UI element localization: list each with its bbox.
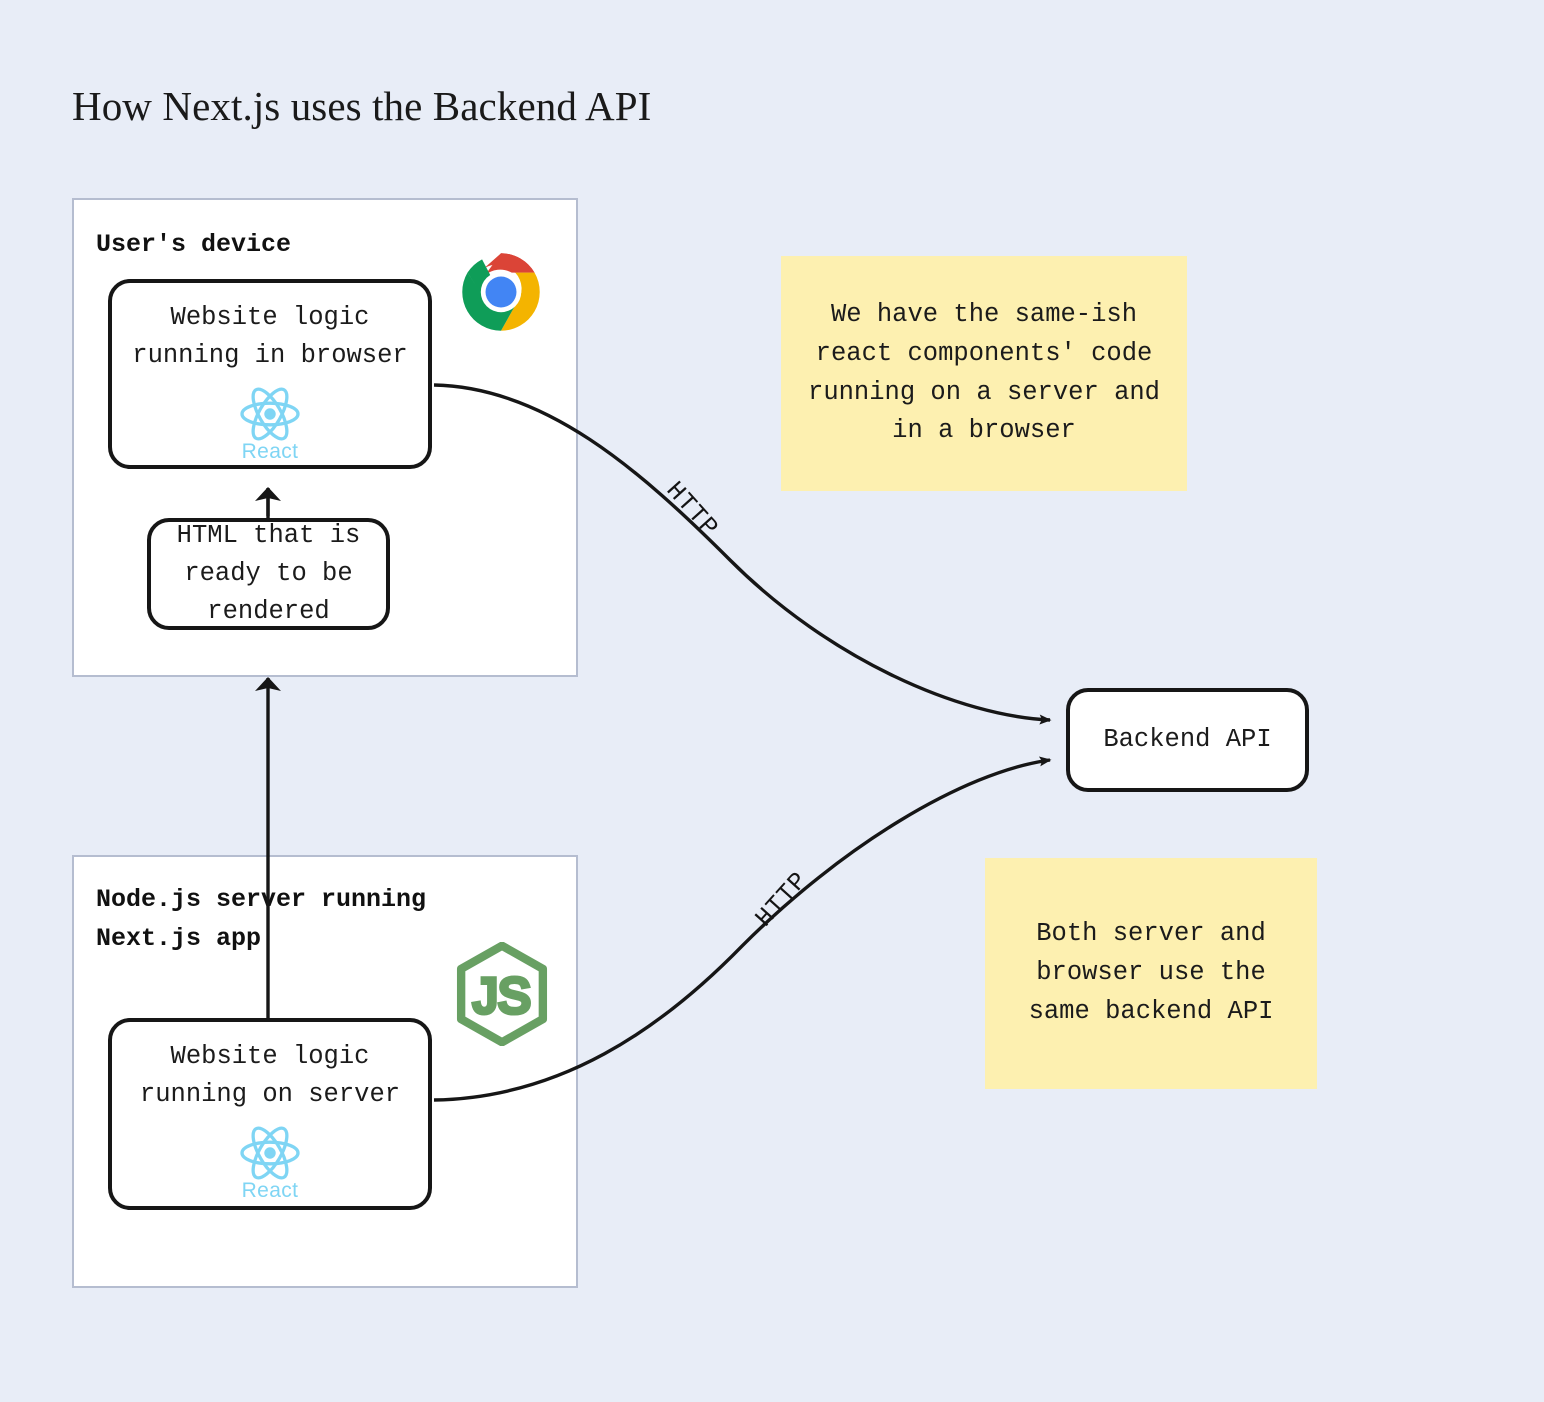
react-atom-icon	[240, 1126, 300, 1179]
node-server-logic-text: Website logic running on server	[139, 1042, 401, 1110]
note-same-code-text: We have the same-ish react components' c…	[808, 300, 1160, 446]
container-users-device-label: User's device	[96, 230, 292, 259]
note-same-backend-text: Both server and browser use the same bac…	[1028, 919, 1274, 1026]
node-browser-logic[interactable]: Website logic running in browser React	[108, 279, 432, 469]
svg-text:JS: JS	[473, 969, 530, 1024]
chrome-logo	[458, 249, 544, 335]
note-same-backend: Both server and browser use the same bac…	[985, 858, 1317, 1089]
edge-browser-to-api	[433, 383, 1052, 725]
node-backend-api[interactable]: Backend API	[1066, 688, 1309, 792]
note-same-code: We have the same-ish react components' c…	[781, 256, 1187, 491]
node-backend-api-text: Backend API	[1103, 724, 1272, 754]
react-label: React	[241, 1178, 299, 1202]
react-atom-icon	[240, 387, 300, 440]
node-html-ready[interactable]: HTML that is ready to be rendered	[147, 518, 390, 630]
node-server-logic[interactable]: Website logic running on server React	[108, 1018, 432, 1210]
react-logo-browser: React	[238, 386, 302, 464]
page-title: How Next.js uses the Backend API	[72, 83, 652, 129]
edge-server-to-api	[433, 756, 1052, 1102]
node-html-ready-text: HTML that is ready to be rendered	[176, 520, 361, 627]
react-logo-server: React	[238, 1125, 302, 1203]
react-label: React	[241, 439, 299, 463]
node-browser-logic-text: Website logic running in browser	[132, 303, 408, 371]
container-node-server-label: Node.js server running Next.js app	[96, 885, 427, 953]
nodejs-logo: JS	[452, 941, 552, 1047]
